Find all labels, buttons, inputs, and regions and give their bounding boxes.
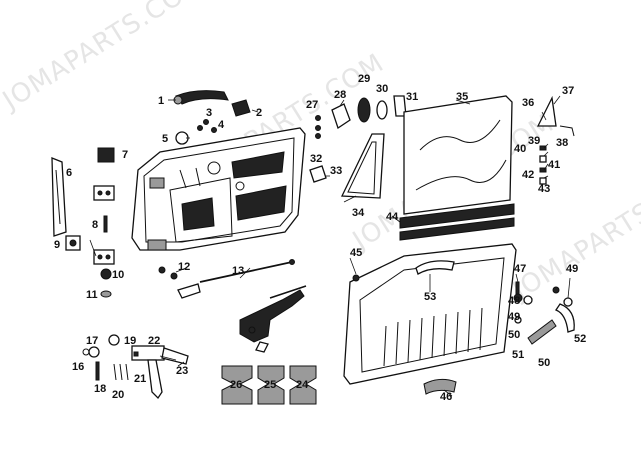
callout-20: 20 [112,389,124,401]
window-glass[interactable] [403,95,513,215]
callout-51: 51 [512,349,524,361]
outside-door-handle[interactable] [173,90,229,105]
callout-8: 8 [92,219,98,231]
handle-seal[interactable] [231,99,251,117]
callout-41: 41 [548,159,560,171]
callout-18: 18 [94,383,106,395]
callout-2: 2 [256,107,262,119]
check-strap-pins[interactable] [158,266,201,299]
pivot-stack[interactable] [539,145,547,185]
callout-35: 35 [456,91,468,103]
glass-channel[interactable] [399,203,515,241]
callout-46: 46 [440,391,452,403]
inner-handle-parts[interactable] [513,281,575,345]
callout-22: 22 [148,335,160,347]
callout-10: 10 [112,269,124,281]
callout-31: 31 [406,91,418,103]
callout-5: 5 [162,133,168,145]
callout-32: 32 [310,153,322,165]
callout-4: 4 [218,119,225,131]
callout-28: 28 [334,89,346,101]
callout-50-a: 50 [508,329,520,341]
gasket-26[interactable] [221,365,253,405]
callout-9: 9 [54,239,60,251]
hinge-plate-lower[interactable] [93,249,115,265]
callout-1: 1 [158,95,164,107]
callouts: 1 2 3 4 5 6 7 8 9 10 11 12 13 16 17 18 1… [54,73,586,403]
door-inner-panel[interactable] [131,127,306,251]
callout-33: 33 [330,165,342,177]
callout-21: 21 [134,373,146,385]
callout-44: 44 [386,211,399,223]
callout-25: 25 [264,379,276,391]
callout-45: 45 [350,247,362,259]
gasket-25[interactable] [257,365,285,405]
armrest[interactable] [423,378,457,395]
callout-47: 47 [514,263,526,275]
callout-42: 42 [522,169,534,181]
callout-26: 26 [230,379,242,391]
gasket-24[interactable] [289,365,317,405]
door-release-assembly[interactable] [82,334,189,400]
callout-29: 29 [358,73,370,85]
vent-frame-corner[interactable] [536,95,575,137]
hinge-block[interactable] [65,235,81,251]
callout-3: 3 [206,107,212,119]
callout-6: 6 [66,167,72,179]
door-trim-panel[interactable] [343,243,517,385]
callout-53: 53 [424,291,436,303]
callout-34: 34 [352,207,365,219]
callout-7: 7 [122,149,128,161]
callout-52: 52 [574,333,586,345]
striker-plate[interactable] [97,147,115,163]
callout-50-b: 50 [538,357,550,369]
trim-screw[interactable] [352,274,360,282]
callout-30: 30 [376,83,388,95]
grommet[interactable] [100,268,112,280]
callout-49-a: 49 [566,263,578,275]
callout-16: 16 [72,361,84,373]
callout-19: 19 [124,335,136,347]
callout-13: 13 [232,265,244,277]
callout-39: 39 [528,135,540,147]
callout-12: 12 [178,261,190,273]
callout-38: 38 [556,137,568,149]
callout-43: 43 [538,183,550,195]
callout-27: 27 [306,99,318,111]
callout-40: 40 [514,143,526,155]
callout-37: 37 [562,85,574,97]
callout-36: 36 [522,97,534,109]
callout-11: 11 [86,289,98,301]
callout-17: 17 [86,335,98,347]
vent-latch[interactable] [309,165,327,183]
window-regulator[interactable] [239,285,307,353]
hinge-bolt[interactable] [103,215,108,233]
hinge-plate-upper[interactable] [93,185,115,201]
handle-screws[interactable] [197,119,217,133]
washer[interactable] [100,290,112,298]
callout-48: 48 [508,295,520,307]
callout-23: 23 [176,365,188,377]
callout-24: 24 [296,379,309,391]
door-edge-strip[interactable] [51,157,67,237]
leader-lines [89,95,571,397]
vent-window-glass[interactable] [340,133,385,199]
callout-49-b: 49 [508,311,520,323]
